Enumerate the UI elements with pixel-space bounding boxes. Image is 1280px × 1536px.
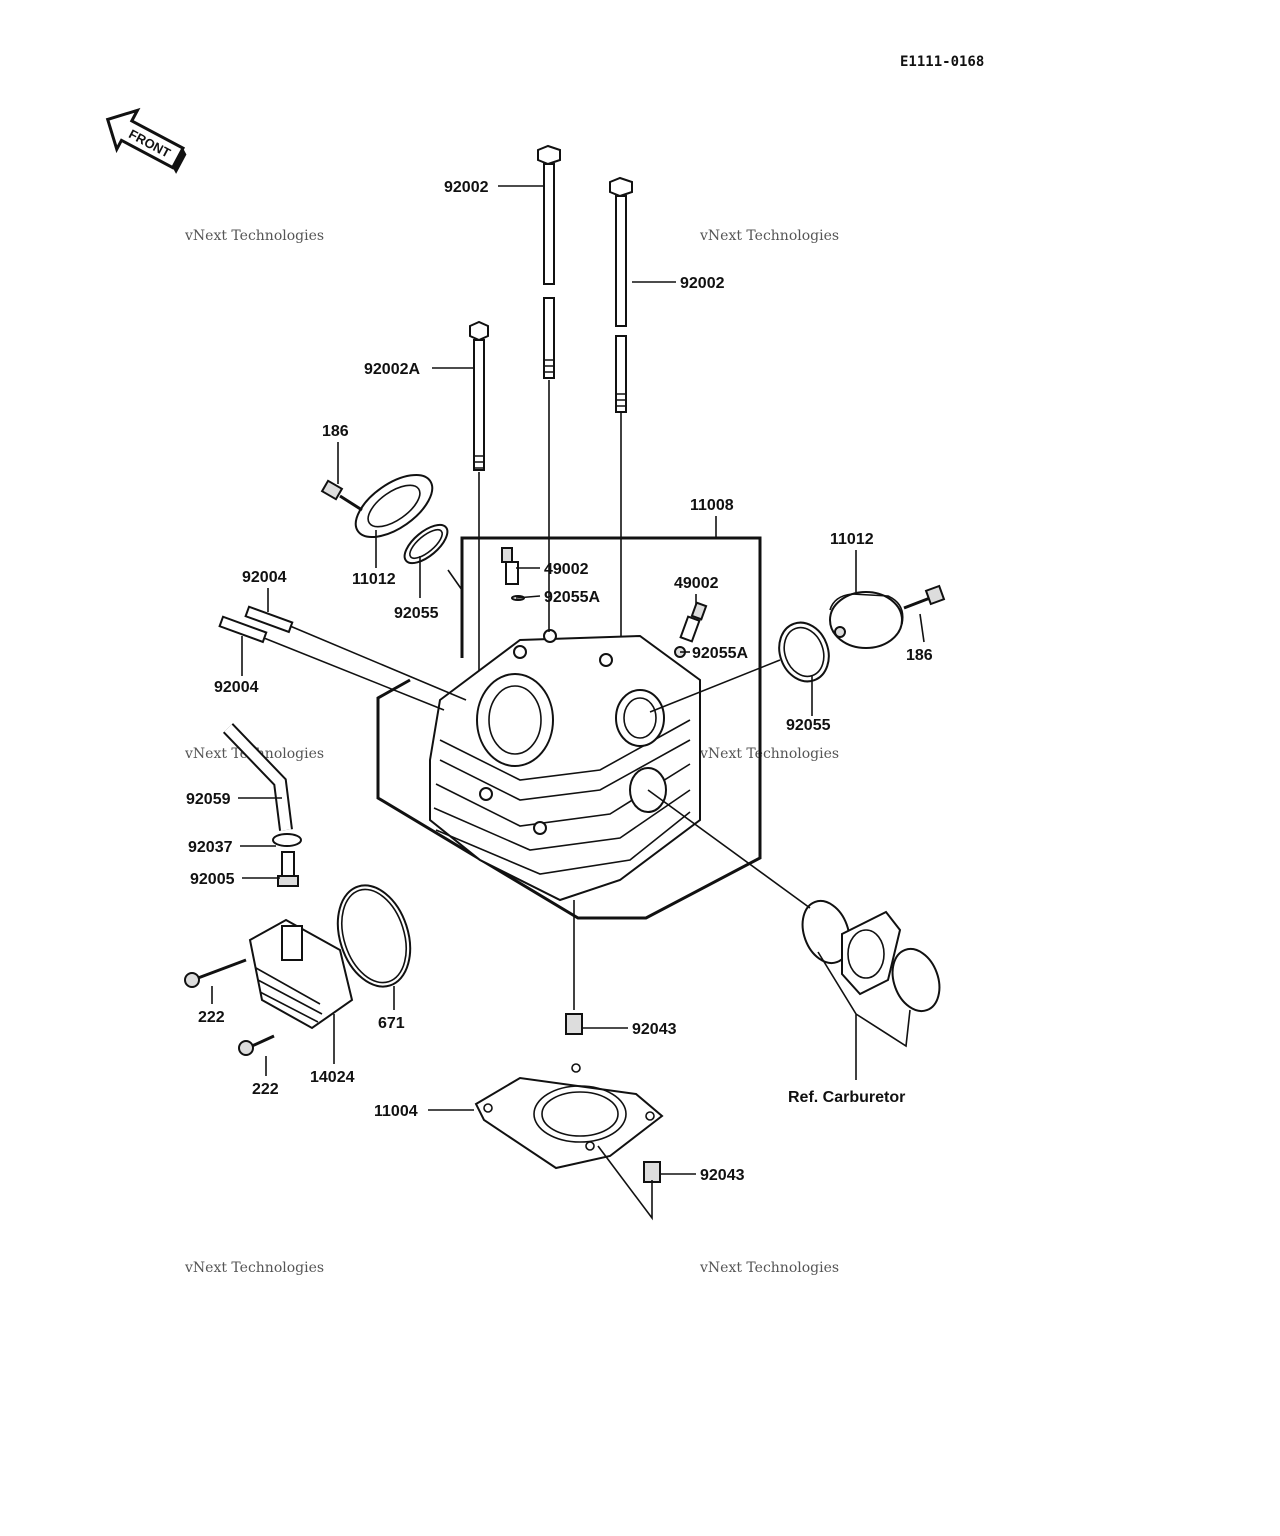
leader-line [597, 1145, 653, 1221]
label-92043: 92043 [700, 1167, 745, 1184]
label-11012: 11012 [352, 571, 396, 588]
bolt-186-right [903, 584, 946, 610]
label-92004: 92004 [214, 679, 259, 696]
stud-92004-top [244, 605, 467, 701]
screw-222-a [184, 958, 247, 988]
head-assembly-outline [376, 536, 762, 920]
label-92004: 92004 [242, 569, 287, 586]
cover-14024 [248, 918, 354, 1030]
label-92055: 92055 [394, 605, 439, 622]
dowel-92043-bottom [643, 1161, 661, 1183]
label-49002: 49002 [674, 575, 719, 592]
label-92002: 92002 [680, 275, 725, 292]
watermark-text: vNext Technologies [699, 746, 839, 762]
label-92059: 92059 [186, 791, 231, 808]
watermark-text: vNext Technologies [699, 228, 839, 244]
label-186: 186 [906, 647, 933, 664]
cap-11012-right [829, 591, 904, 649]
label-11008: 11008 [690, 497, 734, 514]
watermark-text: vNext Technologies [699, 1260, 839, 1276]
label-186: 186 [322, 423, 349, 440]
cylinder-head [429, 629, 701, 902]
bolt-92002-left [537, 144, 561, 560]
label-92043: 92043 [632, 1021, 677, 1038]
screw-222-b [238, 1034, 275, 1056]
label-92055a: 92055A [544, 589, 600, 606]
label-222: 222 [198, 1009, 225, 1026]
label-671: 671 [378, 1015, 405, 1032]
stud-92004-bottom [218, 615, 445, 711]
leader-line [647, 789, 811, 909]
gasket-11004 [474, 1063, 664, 1170]
label-14024: 14024 [310, 1069, 355, 1086]
label-92037: 92037 [188, 839, 233, 856]
label-11004: 11004 [374, 1103, 418, 1120]
plug-49002-left [501, 547, 550, 632]
watermark: vNext Technologies vNext Technologies vN… [184, 228, 839, 1276]
label-92005: 92005 [190, 871, 235, 888]
label-92055a: 92055A [692, 645, 748, 662]
fitting-92005 [277, 851, 299, 887]
leader-line [447, 569, 463, 591]
front-arrow-icon: FRONT [105, 107, 187, 174]
label-ref-carburetor: Ref. Carburetor [788, 1089, 905, 1106]
oring-92055-right [778, 621, 830, 683]
watermark-text: vNext Technologies [184, 1260, 324, 1276]
bolt-186-left [320, 479, 363, 512]
label-92055: 92055 [786, 717, 831, 734]
plug-49002-right [674, 601, 708, 658]
label-49002: 49002 [544, 561, 589, 578]
cap-11012-left [354, 473, 434, 539]
diagram-code: E1111-0168 [900, 54, 984, 70]
bolt-92002-right [609, 176, 633, 650]
leader-line [817, 951, 911, 1080]
label-11012: 11012 [830, 531, 874, 548]
label-92002: 92002 [444, 179, 489, 196]
oring-92055-left [403, 523, 449, 565]
carburetor-insulator [801, 900, 941, 1012]
leader-line [649, 659, 781, 713]
label-92002a: 92002A [364, 361, 420, 378]
clamp-92037 [272, 833, 302, 847]
leader-lines [211, 185, 925, 1175]
label-222: 222 [252, 1081, 279, 1098]
hose-92059 [222, 723, 293, 831]
watermark-text: vNext Technologies [184, 228, 324, 244]
dowel-92043-top [565, 1013, 583, 1035]
oring-671 [336, 884, 412, 988]
